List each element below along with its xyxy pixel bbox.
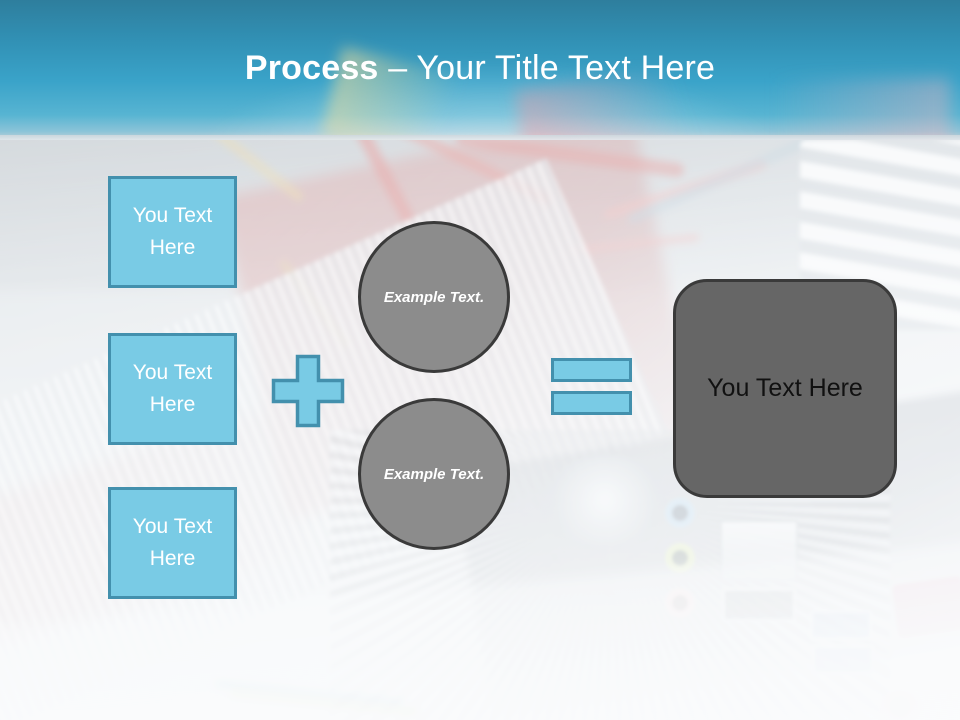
equals-bar-bottom — [551, 391, 632, 415]
input-tile-2[interactable]: You Text Here — [108, 333, 237, 445]
header-streak-right — [770, 78, 950, 140]
input-tile-3[interactable]: You Text Here — [108, 487, 237, 599]
header-divider — [0, 135, 960, 140]
plus-sign-icon[interactable] — [271, 354, 345, 428]
result-box[interactable]: You Text Here — [673, 279, 897, 498]
slide-header: Process – Your Title Text Here — [0, 0, 960, 140]
page-title-rest: Your Title Text Here — [416, 49, 716, 87]
page-title-strong: Process — [244, 49, 379, 87]
page-title-separator: – — [378, 49, 417, 87]
header-glow — [180, 60, 800, 140]
process-circle-1[interactable]: Example Text. — [358, 221, 510, 373]
process-circle-2[interactable]: Example Text. — [358, 398, 510, 550]
page-title: Process – Your Title Text Here — [0, 48, 960, 88]
equals-bar-top — [551, 358, 632, 382]
input-tile-1[interactable]: You Text Here — [108, 176, 237, 288]
equals-sign-icon[interactable] — [551, 358, 635, 418]
